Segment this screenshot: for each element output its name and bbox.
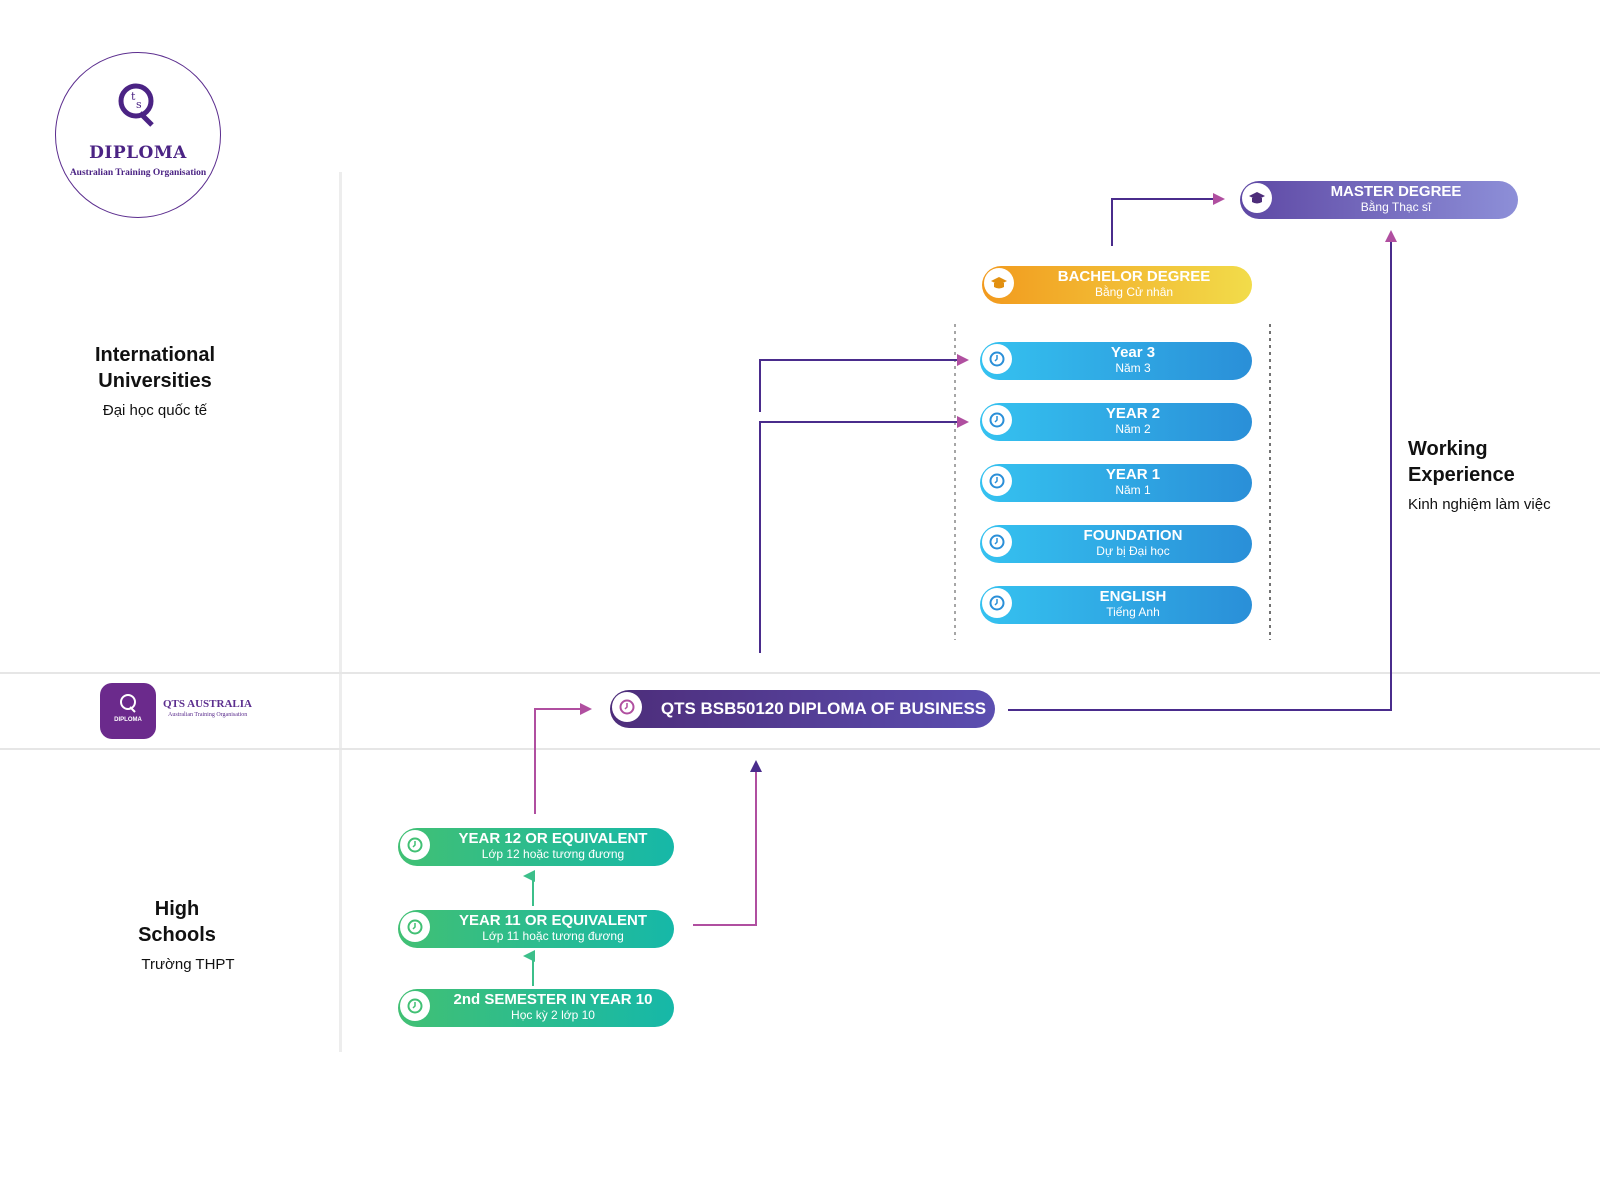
qts-monogram-icon: t s [118, 83, 154, 127]
year11-title: YEAR 11 OR EQUIVALENT [458, 912, 648, 929]
qts-band [0, 672, 1600, 750]
year3-subtitle: Năm 3 [1115, 361, 1151, 375]
diploma-title: QTS BSB50120 DIPLOMA OF BUSINESS [660, 699, 987, 718]
english-subtitle: Tiếng Anh [1106, 605, 1160, 619]
year3-title: Year 3 [1110, 344, 1156, 361]
clock-icon [982, 344, 1012, 374]
section-divider [339, 172, 342, 1052]
year10-title: 2nd SEMESTER IN YEAR 10 [453, 991, 653, 1008]
year10-subtitle: Học kỳ 2 lớp 10 [511, 1008, 595, 1022]
clock-icon [400, 991, 430, 1021]
qts-australia-badge: DIPLOMA [100, 683, 156, 739]
band-brand-name: QTS AUSTRALIA [163, 698, 252, 710]
section-high-schools-title: High Schools [138, 898, 216, 946]
logo-name: DIPLOMA [89, 143, 187, 163]
section-universities-subtitle: Đại học quốc tế [102, 402, 208, 419]
svg-text:t: t [131, 90, 136, 103]
qts-monogram-icon [120, 694, 136, 713]
year12-subtitle: Lớp 12 hoặc tương đương [481, 847, 625, 861]
year11-node[interactable]: YEAR 11 OR EQUIVALENT Lớp 11 hoặc tương … [398, 910, 674, 948]
section-working-title: Working Experience [1408, 438, 1515, 486]
clock-icon [612, 692, 642, 722]
year3-node[interactable]: Year 3 Năm 3 [980, 342, 1252, 380]
section-universities: International Universities Đại học quốc … [70, 342, 240, 424]
section-working: Working Experience Kinh nghiệm làm việc [1408, 436, 1578, 518]
band-brand-subtitle: Australian Training Organisation [168, 712, 248, 718]
year2-node[interactable]: YEAR 2 Năm 2 [980, 403, 1252, 441]
year1-subtitle: Năm 1 [1115, 483, 1151, 497]
english-title: ENGLISH [1099, 588, 1167, 605]
svg-text:s: s [136, 98, 142, 111]
bachelor-degree-title: BACHELOR DEGREE [1057, 268, 1211, 285]
foundation-title: FOUNDATION [1083, 527, 1183, 544]
year12-node[interactable]: YEAR 12 OR EQUIVALENT Lớp 12 hoặc tương … [398, 828, 674, 866]
badge-text: DIPLOMA [114, 717, 142, 723]
bachelor-degree-subtitle: Bằng Cử nhân [1094, 285, 1174, 299]
master-degree-title: MASTER DEGREE [1330, 183, 1462, 200]
clock-icon [982, 405, 1012, 435]
section-working-subtitle: Kinh nghiệm làm việc [1408, 496, 1551, 513]
foundation-subtitle: Dự bị Đại học [1096, 544, 1170, 558]
year1-title: YEAR 1 [1105, 466, 1161, 483]
clock-icon [982, 466, 1012, 496]
year2-subtitle: Năm 2 [1115, 422, 1151, 436]
clock-icon [982, 527, 1012, 557]
diploma-node[interactable]: QTS BSB50120 DIPLOMA OF BUSINESS [610, 690, 995, 728]
graduation-cap-icon [1242, 183, 1272, 213]
year12-title: YEAR 12 OR EQUIVALENT [458, 830, 648, 847]
section-universities-title: International Universities [94, 344, 215, 392]
clock-icon [400, 912, 430, 942]
master-degree-node[interactable]: MASTER DEGREE Bằng Thạc sĩ [1240, 181, 1518, 219]
master-degree-subtitle: Bằng Thạc sĩ [1360, 200, 1432, 214]
year10-node[interactable]: 2nd SEMESTER IN YEAR 10 Học kỳ 2 lớp 10 [398, 989, 674, 1027]
logo-subtitle: Australian Training Organisation [69, 168, 207, 178]
clock-icon [982, 588, 1012, 618]
graduation-cap-icon [984, 268, 1014, 298]
foundation-node[interactable]: FOUNDATION Dự bị Đại học [980, 525, 1252, 563]
section-high-schools: High Schools Trường THPT [110, 896, 240, 978]
year11-subtitle: Lớp 11 hoặc tương đương [482, 929, 624, 943]
qts-diploma-logo: t s DIPLOMA Australian Training Organisa… [55, 52, 221, 218]
english-node[interactable]: ENGLISH Tiếng Anh [980, 586, 1252, 624]
clock-icon [400, 830, 430, 860]
year2-title: YEAR 2 [1105, 405, 1161, 422]
section-high-schools-subtitle: Trường THPT [141, 956, 235, 973]
bachelor-degree-node[interactable]: BACHELOR DEGREE Bằng Cử nhân [982, 266, 1252, 304]
year1-node[interactable]: YEAR 1 Năm 1 [980, 464, 1252, 502]
